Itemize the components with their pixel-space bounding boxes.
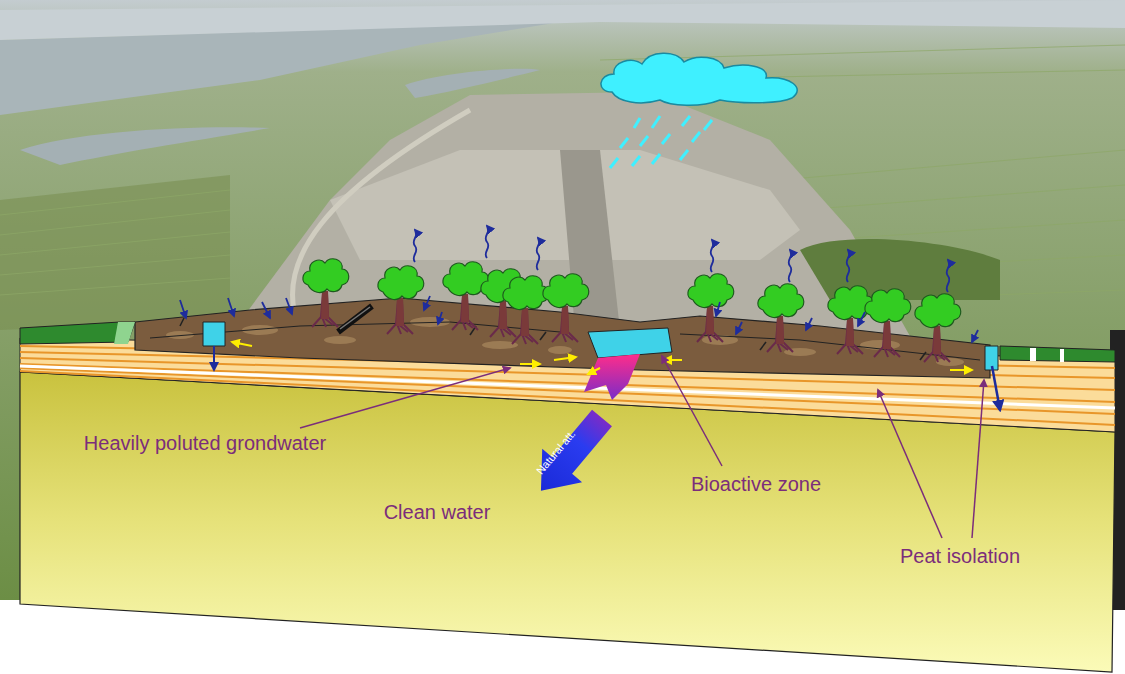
arrow-label: Natural att. xyxy=(534,427,578,476)
clean-water-label: Clean water xyxy=(384,501,491,524)
zone-label: Bioactive zone xyxy=(691,473,821,496)
groundwater-label: Heavily poluted grondwater xyxy=(84,432,326,455)
layer-label: Peat isolation xyxy=(900,545,1020,568)
